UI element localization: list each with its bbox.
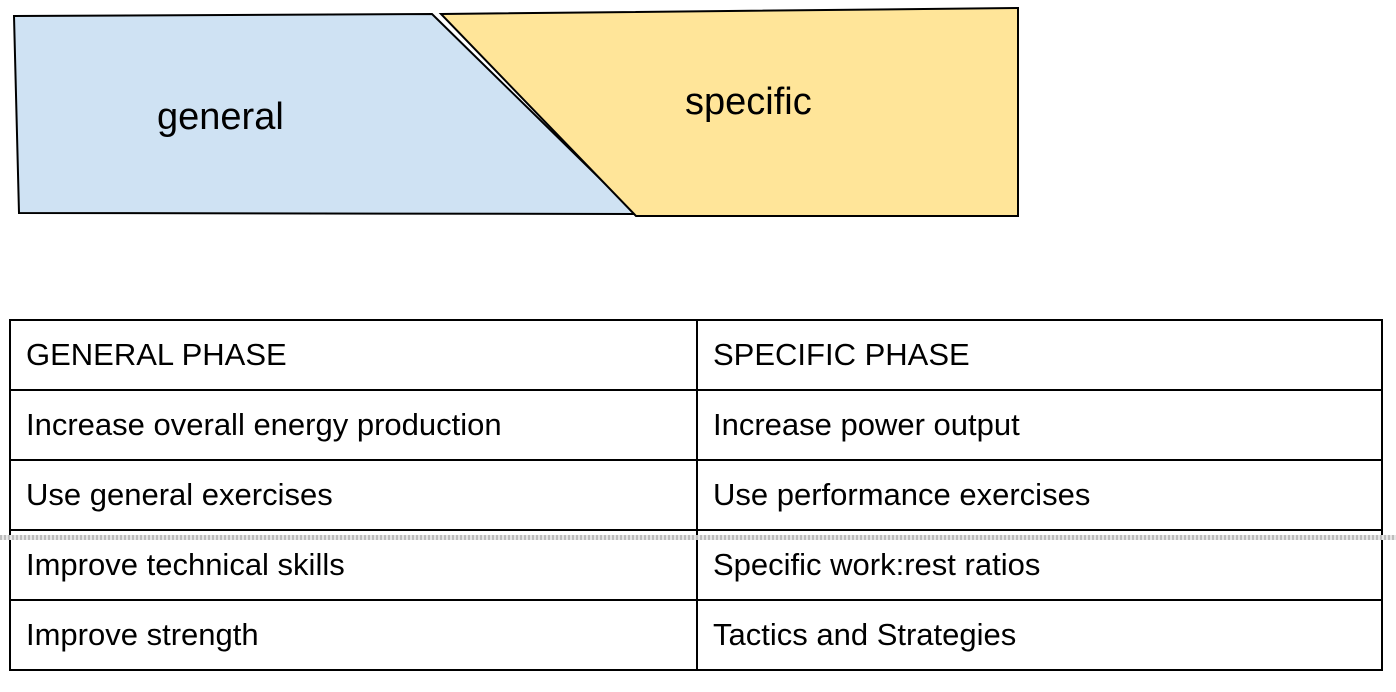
table-cell: Specific work:rest ratios — [696, 529, 1383, 601]
table-cell: Tactics and Strategies — [696, 599, 1383, 671]
table-row: Use general exercises Use performance ex… — [9, 459, 1383, 531]
table-cell: Improve strength — [9, 599, 698, 671]
table-row: Improve strength Tactics and Strategies — [9, 599, 1383, 671]
general-specific-diagram: general specific — [0, 0, 1030, 230]
general-label: general — [157, 96, 284, 138]
table-row: Improve technical skills Specific work:r… — [9, 529, 1383, 601]
general-phase-header: GENERAL PHASE — [9, 319, 698, 391]
table-cell: Use performance exercises — [696, 459, 1383, 531]
page-break-divider — [0, 535, 1396, 540]
specific-label: specific — [685, 81, 812, 123]
table-cell: Use general exercises — [9, 459, 698, 531]
specific-phase-header: SPECIFIC PHASE — [696, 319, 1383, 391]
table-row: Increase overall energy production Incre… — [9, 389, 1383, 461]
specific-shape — [438, 6, 1019, 217]
table-cell: Increase overall energy production — [9, 389, 698, 461]
phase-shapes — [12, 6, 1019, 217]
table-cell: Increase power output — [696, 389, 1383, 461]
phase-comparison-table: GENERAL PHASE SPECIFIC PHASE Increase ov… — [9, 319, 1383, 671]
table-header-row: GENERAL PHASE SPECIFIC PHASE — [9, 319, 1383, 391]
table-cell: Improve technical skills — [9, 529, 698, 601]
